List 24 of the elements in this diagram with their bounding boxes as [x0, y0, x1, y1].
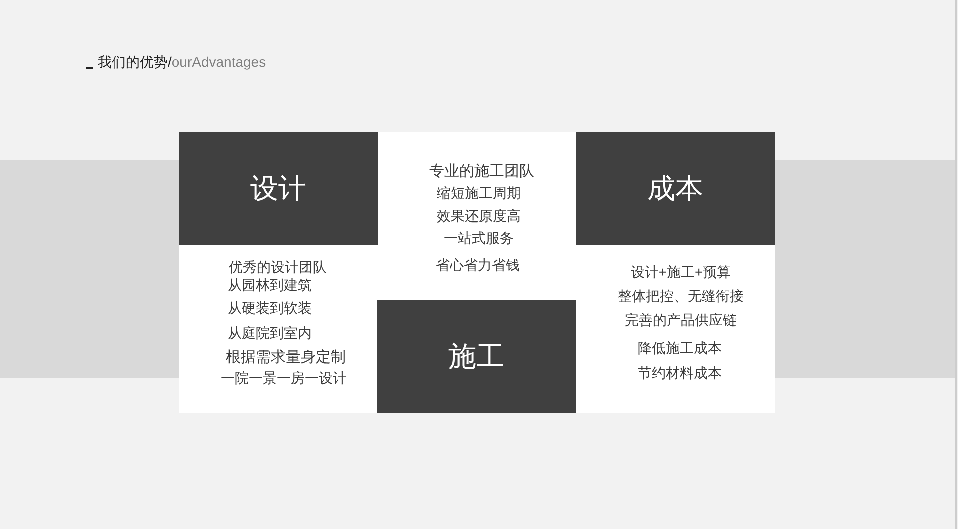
- section-title: 我们的优势/ourAdvantages: [98, 53, 266, 71]
- category-title: 成本: [648, 172, 704, 206]
- feature-text: 省心省力省钱: [436, 257, 520, 275]
- feature-text: 节约材料成本: [638, 365, 722, 383]
- content-panel: [179, 132, 775, 413]
- feature-text: 整体把控、无缝衔接: [618, 288, 744, 306]
- feature-text: 专业的施工团队: [430, 162, 534, 182]
- feature-text: 从庭院到室内: [228, 325, 312, 343]
- feature-text: 降低施工成本: [638, 340, 722, 358]
- feature-text: 一站式服务: [444, 230, 514, 248]
- feature-text: 根据需求量身定制: [226, 348, 346, 368]
- feature-text: 一院一景一房一设计: [221, 370, 347, 388]
- category-box: [179, 132, 378, 245]
- feature-text: 优秀的设计团队: [229, 259, 327, 277]
- feature-text: 从园林到建筑: [228, 277, 312, 295]
- category-title: 施工: [448, 340, 504, 374]
- feature-text: 从硬装到软装: [228, 300, 312, 318]
- feature-text: 缩短施工周期: [437, 185, 521, 203]
- feature-text: 效果还原度高: [437, 208, 521, 226]
- feature-text: 设计+施工+预算: [630, 264, 732, 282]
- feature-text: 完善的产品供应链: [625, 312, 737, 330]
- category-box: [576, 132, 775, 245]
- category-title: 设计: [250, 172, 306, 206]
- category-box: [377, 300, 576, 413]
